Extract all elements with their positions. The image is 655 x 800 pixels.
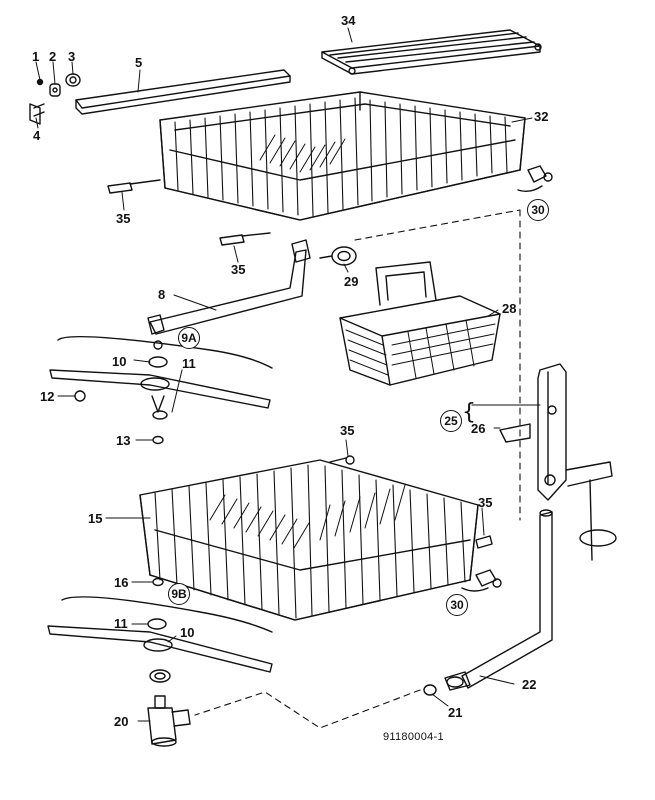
callout-8: 8	[158, 287, 166, 302]
pivot-pin-lower	[329, 455, 493, 549]
callout-28: 28	[502, 301, 517, 316]
callout-4: 4	[33, 128, 41, 143]
callout-1: 1	[32, 49, 40, 64]
callout-3: 3	[68, 49, 76, 64]
callout-35-upper-mid: 35	[231, 262, 246, 277]
callout-35-lower-top: 35	[340, 423, 355, 438]
callout-15: 15	[88, 511, 103, 526]
callout-26: 26	[471, 421, 486, 436]
callout-35-upper-left: 35	[116, 211, 131, 226]
o-ring-part	[423, 684, 437, 696]
callout-11-lower: 11	[114, 616, 128, 631]
callout-16: 16	[114, 575, 129, 590]
leader-lines	[35, 27, 541, 722]
upper-basket-part	[159, 91, 526, 221]
callout-10-lower: 10	[180, 625, 195, 640]
guide-rail-part	[75, 69, 291, 115]
nozzle-part	[319, 246, 357, 266]
spray-arm-group-9b-bracket	[61, 596, 273, 633]
rack-rail-part	[321, 29, 542, 75]
callout-9a: 9A	[178, 327, 200, 349]
group-brace: {	[462, 400, 476, 425]
lower-spray-arm-part	[47, 577, 273, 683]
rack-clip-lower	[461, 569, 502, 592]
water-duct-part	[499, 363, 567, 501]
cutlery-basket-part	[339, 261, 501, 386]
water-path-dashed	[194, 209, 521, 729]
callout-5: 5	[135, 55, 143, 70]
pivot-pin-upper	[107, 179, 271, 246]
callout-13: 13	[116, 433, 131, 448]
supply-tube-part	[147, 239, 311, 350]
callout-22: 22	[522, 677, 537, 692]
spray-arm-group-9a-bracket	[57, 335, 273, 369]
lower-basket-part	[139, 459, 479, 621]
callout-21: 21	[448, 705, 463, 720]
spray-arm-support-part	[147, 695, 191, 747]
callout-9b: 9B	[168, 583, 190, 605]
rack-clip-upper	[517, 165, 553, 193]
callout-30-lower: 30	[446, 594, 468, 616]
callout-11-upper: 11	[182, 356, 196, 371]
callout-30-upper: 30	[527, 199, 549, 221]
callout-35-lower-right: 35	[478, 495, 493, 510]
mounting-clip-part	[565, 461, 617, 561]
callout-29: 29	[344, 274, 359, 289]
drawing-reference-number: 91180004-1	[383, 731, 444, 743]
callout-12: 12	[40, 389, 55, 404]
callout-34: 34	[341, 13, 356, 28]
feed-pipe-part	[444, 509, 553, 691]
callout-10-upper: 10	[112, 354, 127, 369]
upper-spray-arm-part	[49, 356, 271, 445]
callout-20: 20	[114, 714, 129, 729]
callout-32: 32	[534, 109, 549, 124]
callout-2: 2	[49, 49, 57, 64]
callout-25: 25	[440, 410, 462, 432]
